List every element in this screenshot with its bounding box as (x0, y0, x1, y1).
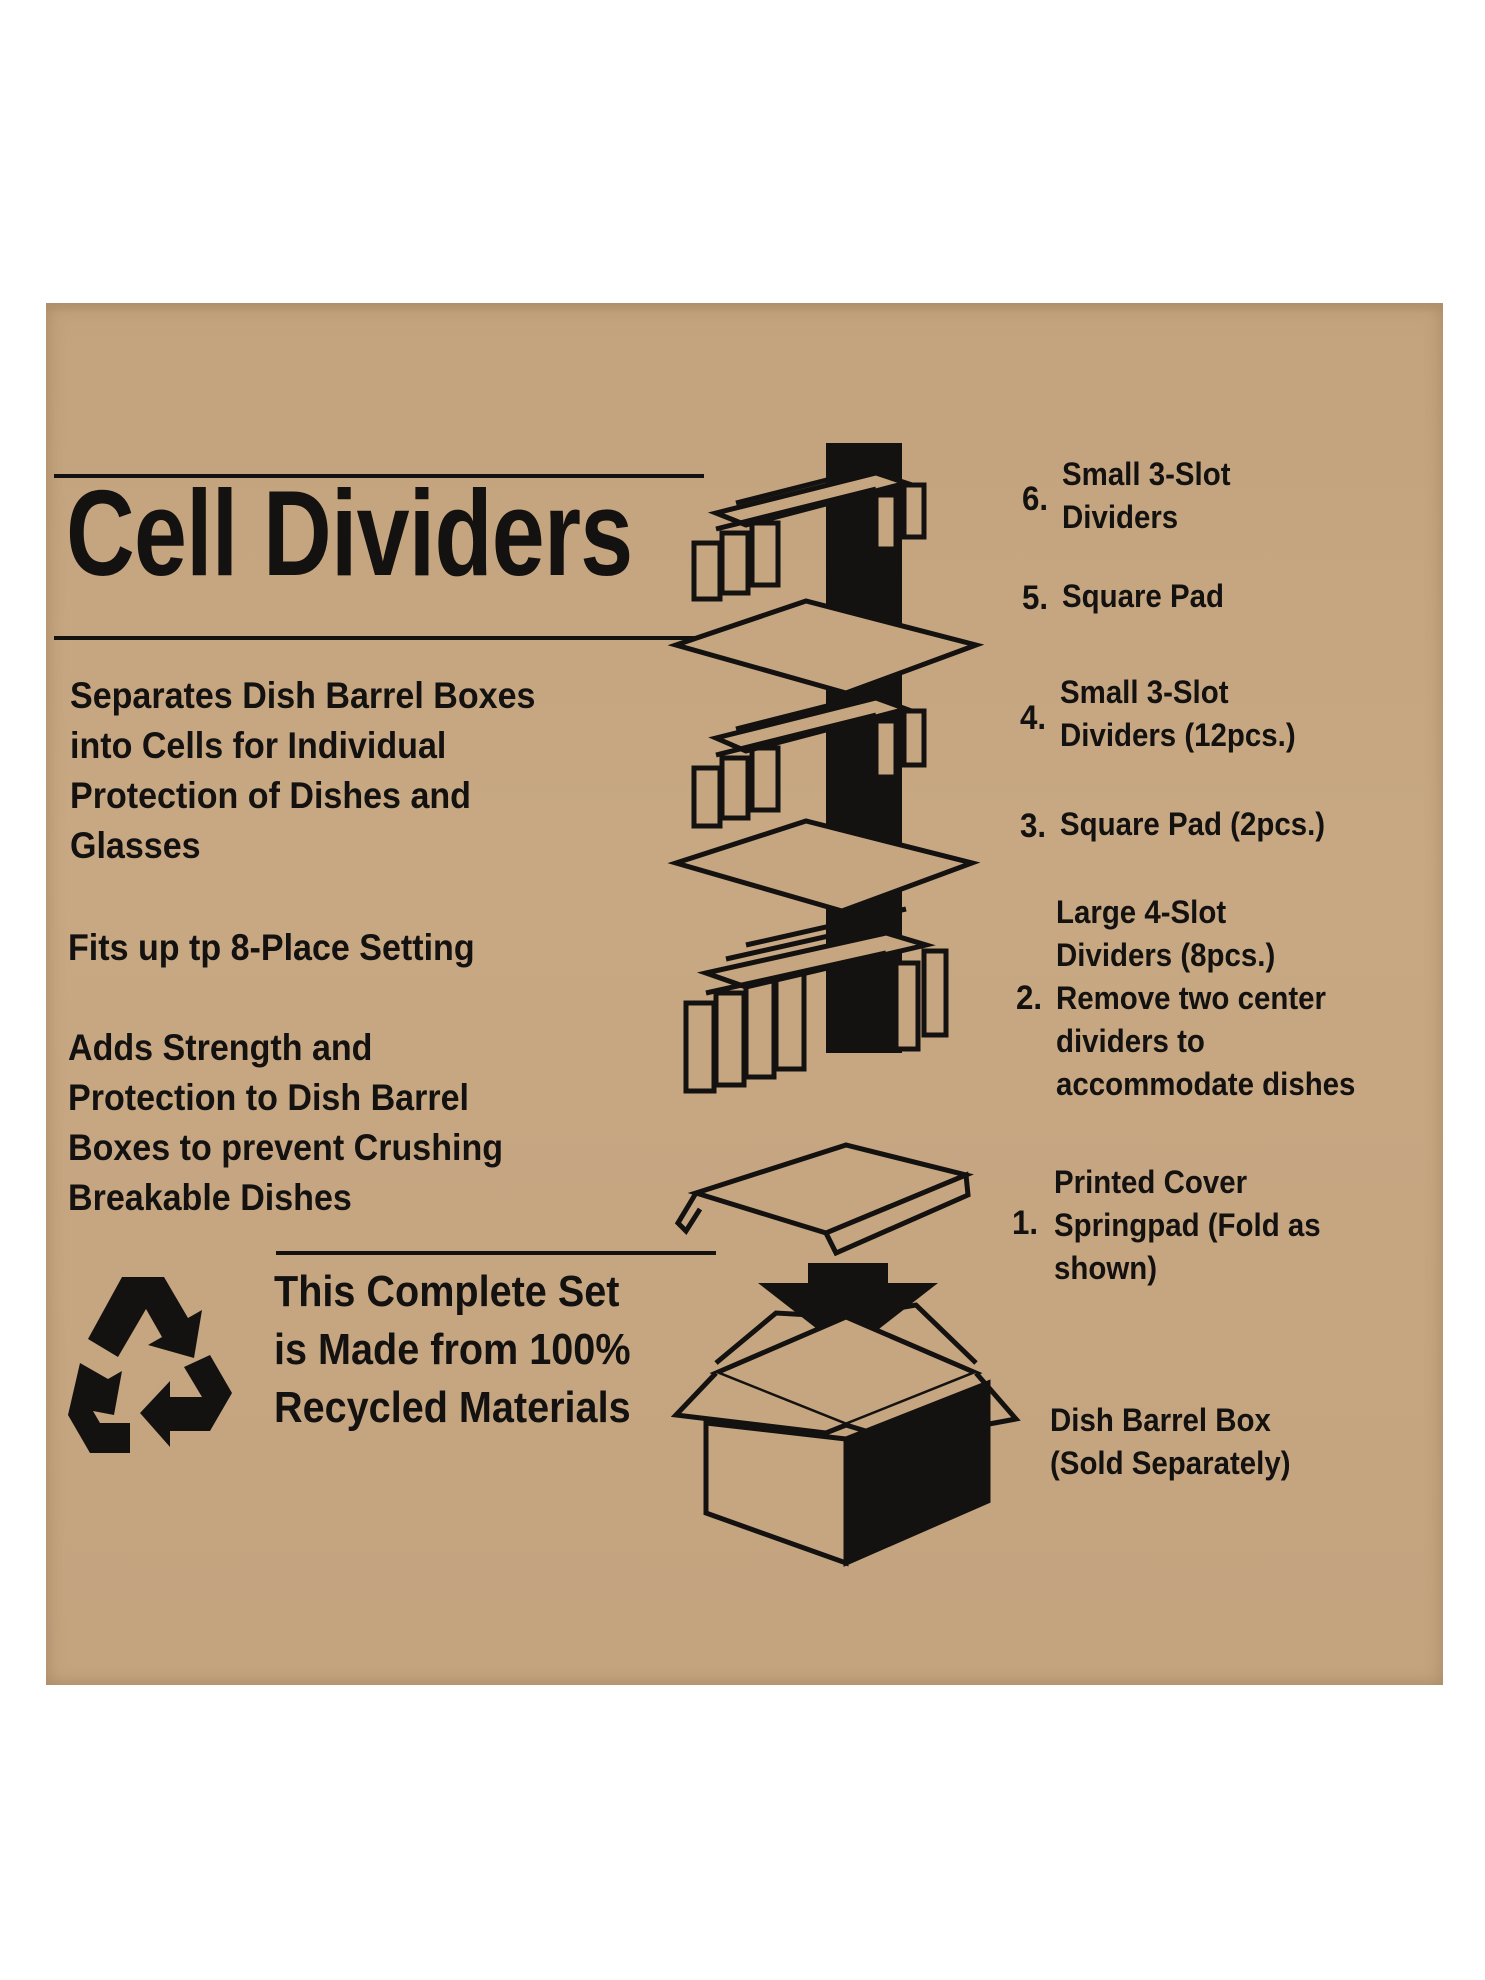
box-top-edge (46, 303, 1443, 313)
part-6-dividers (691, 462, 927, 602)
recycle-rule (276, 1251, 716, 1255)
title-rule-top (54, 474, 704, 478)
title-rule-bottom (54, 636, 704, 640)
part-6-label: Small 3-Slot Dividers (1062, 456, 1231, 535)
description-strength: Adds Strength and Protection to Dish Bar… (68, 1027, 504, 1218)
part-2-dividers (683, 906, 949, 1094)
part-1-label: Printed Cover Springpad (Fold as shown) (1054, 1164, 1321, 1286)
assembly-diagram (667, 443, 1021, 1567)
down-arrow (758, 1263, 938, 1353)
part-5-square-pad (667, 598, 985, 696)
part-1-number: 1. (1012, 1204, 1039, 1242)
cardboard-box-panel: Cell Dividers Separates Dish Barrel Boxe… (46, 303, 1443, 1685)
box-label: Dish Barrel Box (Sold Separately) (1050, 1402, 1291, 1481)
description-fits: Fits up tp 8-Place Setting (68, 927, 475, 968)
part-2-label: Large 4-Slot Dividers (8pcs.) Remove two… (1056, 894, 1356, 1102)
part-3-square-pad (667, 818, 981, 914)
part-3-label: Square Pad (2pcs.) (1060, 806, 1326, 842)
dish-barrel-box-drawing (670, 1302, 1021, 1567)
part-5-label: Square Pad (1062, 578, 1224, 614)
part-3-number: 3. (1020, 807, 1047, 845)
part-1-springpad (674, 1142, 974, 1257)
part-2-number: 2. (1016, 979, 1043, 1017)
description-cells: Separates Dish Barrel Boxes into Cells f… (70, 675, 536, 866)
part-4-dividers (691, 688, 927, 829)
part-6-number: 6. (1022, 480, 1049, 518)
recycle-icon (68, 1277, 232, 1453)
recycle-statement: This Complete Set is Made from 100% Recy… (274, 1267, 631, 1432)
part-4-label: Small 3-Slot Dividers (12pcs.) (1060, 674, 1296, 753)
part-4-number: 4. (1020, 699, 1047, 737)
page-title: Cell Dividers (66, 465, 633, 601)
part-5-number: 5. (1022, 579, 1049, 617)
